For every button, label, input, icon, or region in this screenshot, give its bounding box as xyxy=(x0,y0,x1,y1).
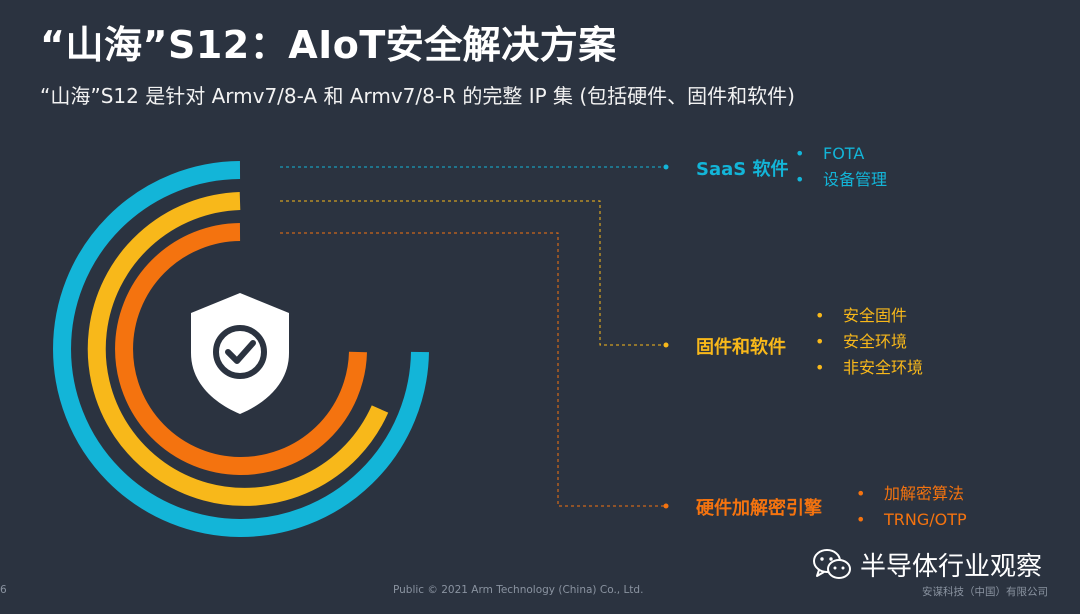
list-item: •TRNG/OTP xyxy=(856,507,967,533)
company-footer: 安谋科技（中国）有限公司 xyxy=(922,586,1048,598)
bullet-dot-icon: • xyxy=(795,144,805,163)
hardware-ring-arc xyxy=(115,223,367,475)
list-item: •安全环境 xyxy=(815,329,923,355)
list-item: •设备管理 xyxy=(795,167,887,193)
shield-check-icon xyxy=(191,293,289,414)
wechat-watermark: 半导体行业观察 xyxy=(812,546,1042,583)
bullet-dot-icon: • xyxy=(856,510,866,529)
bullet-dot-icon: • xyxy=(815,358,825,377)
list-item: •安全固件 xyxy=(815,303,923,329)
firmware-connector xyxy=(280,200,669,348)
firmware-ring-arc xyxy=(87,192,389,506)
list-item: •FOTA xyxy=(795,141,887,167)
bullet-dot-icon: • xyxy=(795,170,805,189)
watermark-text: 半导体行业观察 xyxy=(860,552,1043,582)
firmware-group-label: 固件和软件 xyxy=(696,337,786,358)
wechat-icon xyxy=(813,548,851,579)
copyright-footer: Public © 2021 Arm Technology (China) Co.… xyxy=(393,584,644,596)
bullet-dot-icon: • xyxy=(815,306,825,325)
saas-group-label: SaaS 软件 xyxy=(696,159,789,180)
list-item: •非安全环境 xyxy=(815,355,923,381)
saas-item-list: •FOTA •设备管理 xyxy=(795,141,887,193)
slide-subtitle: “山海”S12 是针对 Armv7/8-A 和 Armv7/8-R 的完整 IP… xyxy=(40,84,795,108)
saas-ring-arc xyxy=(53,161,429,537)
slide-title: “山海”S12：AIoT安全解决方案 xyxy=(40,23,617,67)
list-item: •加解密算法 xyxy=(856,481,967,507)
hardware-connector xyxy=(280,232,669,509)
firmware-item-list: •安全固件 •安全环境 •非安全环境 xyxy=(815,303,923,381)
page-number: 6 xyxy=(0,584,7,596)
bullet-dot-icon: • xyxy=(815,332,825,351)
bullet-dot-icon: • xyxy=(856,484,866,503)
hardware-item-list: •加解密算法 •TRNG/OTP xyxy=(856,481,967,533)
saas-connector xyxy=(280,164,669,170)
hardware-group-label: 硬件加解密引擎 xyxy=(696,498,822,519)
